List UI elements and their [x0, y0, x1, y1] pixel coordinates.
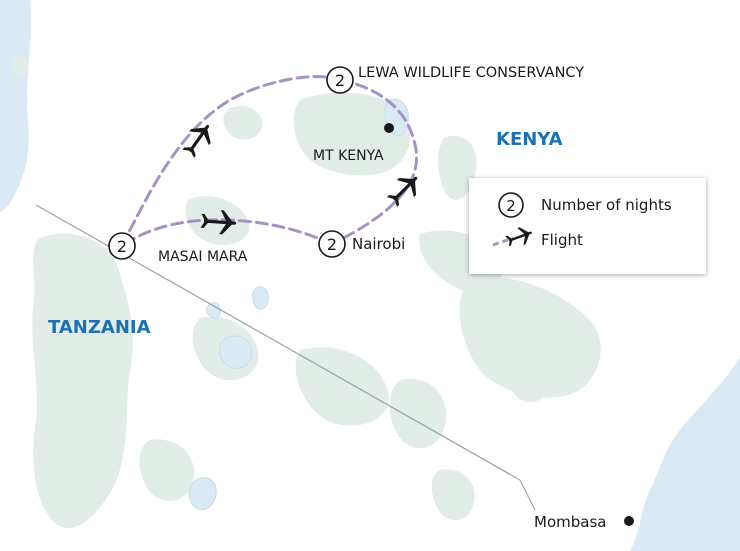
- land-patches: [11, 56, 601, 529]
- nights-count: 2: [335, 71, 345, 90]
- route-lewa-nairobi: [330, 78, 419, 246]
- nights-circle-icon: [318, 230, 346, 258]
- legend-row-nights: 2 Number of nights: [469, 190, 672, 220]
- plane-icon: [200, 210, 237, 235]
- legend-nights-label: Number of nights: [541, 196, 672, 214]
- place-label-nairobi: Nairobi: [352, 235, 405, 253]
- country-label-tanzania: TANZANIA: [48, 317, 151, 338]
- legend-flight-line: [492, 227, 532, 247]
- nights-marker-masai-mara: 2: [108, 232, 136, 260]
- place-label-mt-kenya: MT KENYA: [313, 148, 384, 164]
- nights-circle-icon: [326, 66, 354, 94]
- nights-marker-lewa: 2: [326, 66, 354, 94]
- country-label-kenya: KENYA: [496, 129, 563, 150]
- nights-marker-nairobi: 2: [318, 230, 346, 258]
- kenya-tanzania-border: [35, 204, 536, 511]
- legend-nights-symbol: 2: [469, 190, 541, 220]
- nights-count: 2: [327, 235, 337, 254]
- nights-circle-icon: 2: [498, 192, 524, 218]
- city-dot-icon: [624, 516, 634, 526]
- city-dot-icon: [384, 123, 394, 133]
- place-label-masai-mara: MASAI MARA: [158, 249, 248, 265]
- route-planes: [182, 124, 418, 235]
- place-label-lewa: LEWA WILDLIFE CONSERVANCY: [358, 65, 584, 81]
- indian-ocean: [630, 358, 740, 551]
- plane-icon: [505, 227, 532, 247]
- place-label-mombasa: Mombasa: [534, 513, 606, 531]
- legend-flight-symbol: [469, 225, 541, 255]
- map-legend: 2 Number of nights Flight: [469, 178, 706, 274]
- route-masai-lewa: [120, 75, 342, 248]
- nights-count: 2: [117, 237, 127, 256]
- legend-flight-label: Flight: [541, 231, 583, 249]
- nights-circle-icon: [108, 232, 136, 260]
- plane-icon: [387, 176, 418, 207]
- lake-victoria: [0, 0, 31, 212]
- legend-nights-number: 2: [506, 197, 516, 215]
- legend-row-flight: Flight: [469, 225, 583, 255]
- plane-icon: [182, 124, 211, 158]
